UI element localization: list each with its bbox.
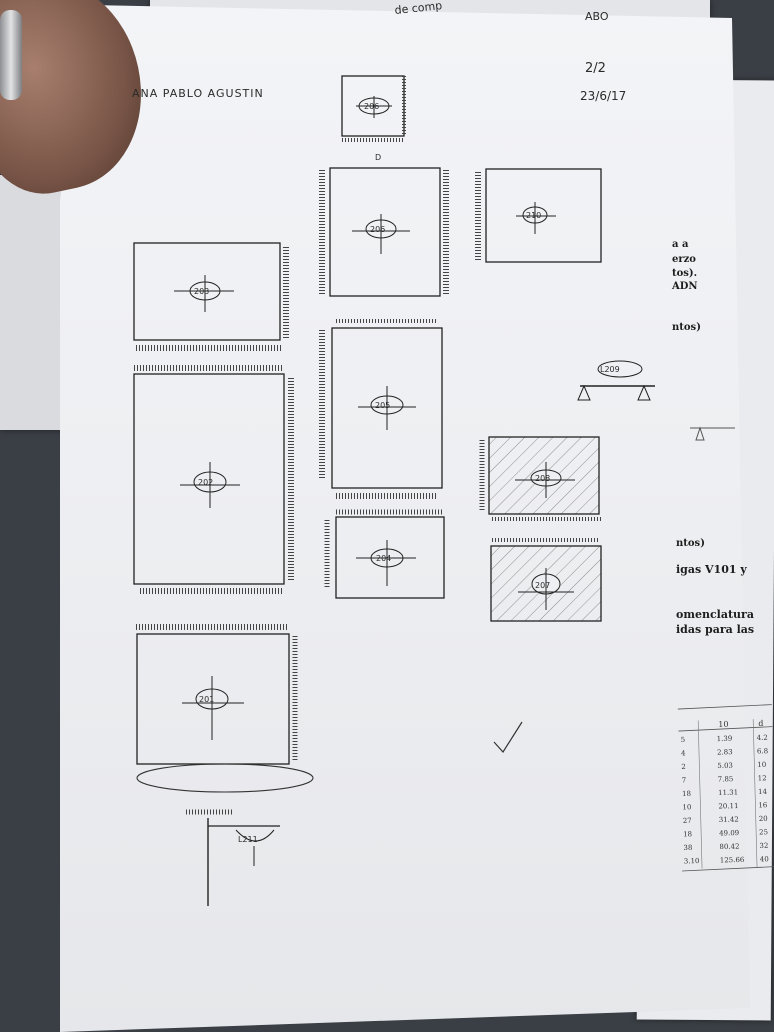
- panel-label: 205: [375, 401, 390, 410]
- table-cell: 20: [759, 815, 768, 823]
- underlying-page-text: a a erzo tos). ADN ntos) ntos) igas V101…: [671, 239, 754, 636]
- slab-panel-205: 205: [319, 319, 443, 499]
- fragment: ntos): [672, 322, 701, 333]
- slab-panel-203: 203: [133, 242, 289, 351]
- table-cell: 16: [758, 801, 768, 809]
- fragment: a a: [672, 239, 689, 250]
- table-cell: 4: [681, 749, 686, 757]
- table-cell: 6.8: [757, 747, 768, 755]
- table-cell: 2.83: [717, 748, 733, 756]
- table-cell: 4.2: [757, 734, 768, 742]
- slab-panel-208: 208: [479, 436, 602, 521]
- sheet-date: 23/6/17: [580, 89, 626, 103]
- fragment: erzo: [672, 254, 696, 265]
- fragment: ntos): [676, 538, 705, 549]
- top-scribble: de comp: [394, 0, 443, 17]
- panel-label: 201: [199, 695, 214, 704]
- beam-label: L211: [238, 835, 258, 844]
- top-scribble-right: ABO: [585, 10, 609, 23]
- underlying-paper-left: [0, 175, 70, 430]
- beam-l209: L209: [577, 360, 655, 401]
- table-cell: 10: [757, 761, 766, 769]
- panel-label: 203: [194, 287, 209, 296]
- fragment: tos).: [672, 268, 697, 279]
- table-cell: 10: [682, 803, 691, 811]
- panel-label: 210: [526, 211, 541, 220]
- table-cell: 14: [758, 788, 768, 796]
- table-cell: 5: [681, 736, 686, 744]
- fragment: omenclatura: [676, 608, 754, 621]
- table-cell: 11.31: [718, 789, 738, 798]
- page-number: 2/2: [585, 61, 606, 76]
- panel-label: 206: [370, 225, 385, 234]
- table-cell: 125.66: [720, 856, 745, 865]
- table-cell: 12: [758, 774, 767, 782]
- slab-panel-202: 202: [133, 365, 294, 594]
- slab-panel-207: 207: [490, 538, 602, 622]
- panel-label: 207: [535, 581, 550, 590]
- table-cell: 38: [683, 844, 692, 852]
- table-cell: 32: [759, 842, 768, 850]
- table-cell: 27: [683, 817, 692, 825]
- table-cell: 2: [681, 763, 686, 771]
- table-cell: 3.10: [684, 857, 700, 865]
- table-header: 10: [718, 720, 728, 729]
- slab-panel-204: 204: [324, 509, 445, 599]
- table-cell: 1.39: [717, 735, 733, 743]
- slab-panel-201: 201: [136, 624, 314, 793]
- table-cell: 80.42: [719, 843, 739, 852]
- author-name: ANA PABLO AGUSTIN: [132, 87, 264, 100]
- table-cell: 25: [759, 828, 768, 836]
- table-cell: 40: [760, 855, 769, 863]
- table-cell: 7.85: [718, 775, 734, 783]
- table-cell: 18: [683, 830, 692, 838]
- table-cell: 7: [682, 776, 687, 784]
- slab-panel-206-top: 206: [341, 75, 406, 142]
- table-header: d: [758, 719, 763, 728]
- underlying-sketch: [690, 426, 735, 441]
- table-cell: 20.11: [718, 802, 738, 811]
- ring-icon: [0, 10, 22, 100]
- check-mark-icon: [493, 721, 523, 753]
- main-sheet: [60, 5, 750, 1032]
- panel-label: 202: [198, 478, 213, 487]
- panel-label: 208: [535, 474, 550, 483]
- slab-panel-206: 206: [319, 167, 449, 297]
- underlying-table: 10 d 5 1.39 4.2 4 2.83 6.8 2 5.03 10 7 7.85 12 18 11.…: [677, 704, 774, 872]
- beam-l211: L211: [186, 809, 280, 906]
- small-mark: D: [375, 153, 381, 162]
- table-cell: 5.03: [717, 762, 733, 770]
- table-cell: 18: [682, 790, 691, 798]
- table-cell: 31.42: [719, 816, 739, 825]
- fragment: idas para las: [676, 623, 754, 636]
- panel-label: 206: [364, 102, 379, 111]
- fragment: ADN: [671, 281, 698, 292]
- slab-panel-210: 210: [475, 168, 602, 263]
- beam-label: L209: [600, 365, 620, 374]
- panel-label: 204: [376, 554, 391, 563]
- table-cell: 49.09: [719, 829, 739, 838]
- fragment: igas V101 y: [676, 563, 747, 576]
